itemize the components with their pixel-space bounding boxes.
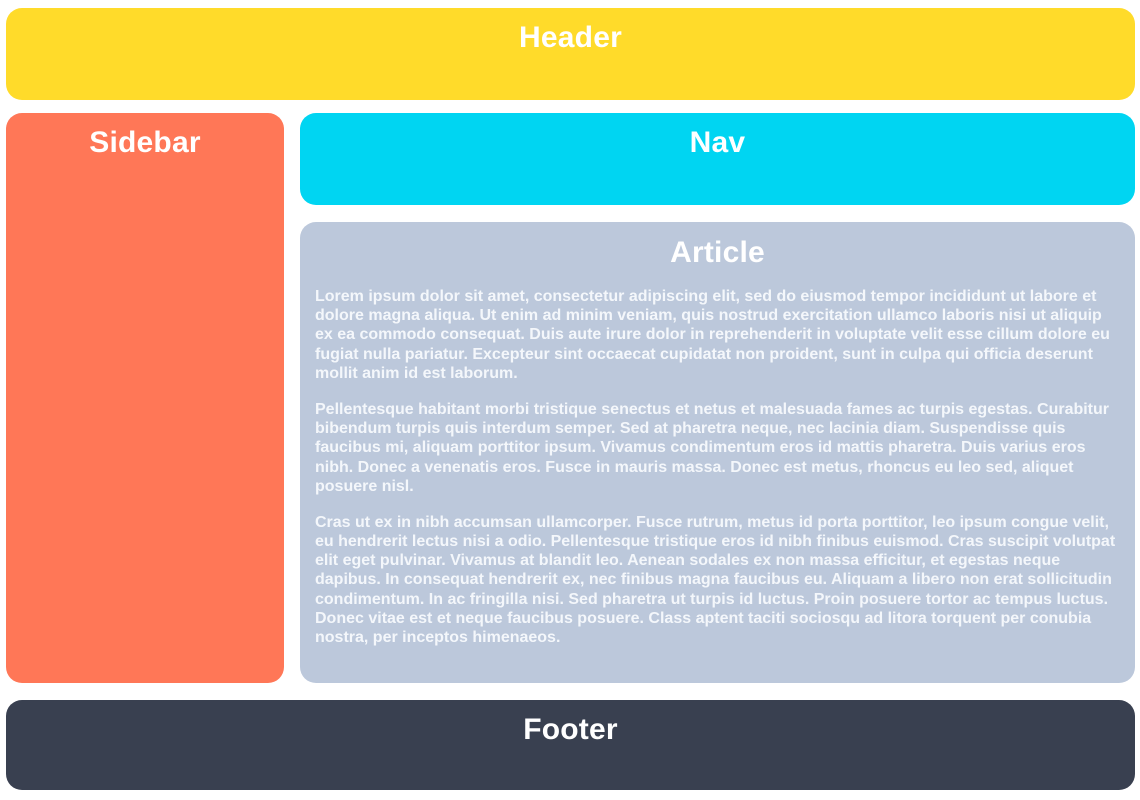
page-footer: Footer bbox=[6, 700, 1135, 790]
article-title: Article bbox=[670, 236, 765, 269]
content-column: Nav Article Lorem ipsum dolor sit amet, … bbox=[300, 113, 1135, 683]
article-paragraph: Pellentesque habitant morbi tristique se… bbox=[315, 400, 1110, 495]
nav-bar: Nav bbox=[300, 113, 1135, 205]
sidebar-title: Sidebar bbox=[89, 126, 201, 159]
article: Article Lorem ipsum dolor sit amet, cons… bbox=[300, 222, 1135, 683]
sidebar: Sidebar bbox=[6, 113, 284, 683]
page-header: Header bbox=[6, 8, 1135, 100]
article-paragraph: Lorem ipsum dolor sit amet, consectetur … bbox=[315, 288, 1110, 382]
article-paragraph: Cras ut ex in nibh accumsan ullamcorper.… bbox=[315, 513, 1116, 646]
footer-title: Footer bbox=[523, 713, 618, 746]
header-title: Header bbox=[519, 21, 622, 54]
main-row: Sidebar Nav Article Lorem ipsum dolor si… bbox=[6, 113, 1135, 683]
nav-title: Nav bbox=[689, 126, 746, 159]
